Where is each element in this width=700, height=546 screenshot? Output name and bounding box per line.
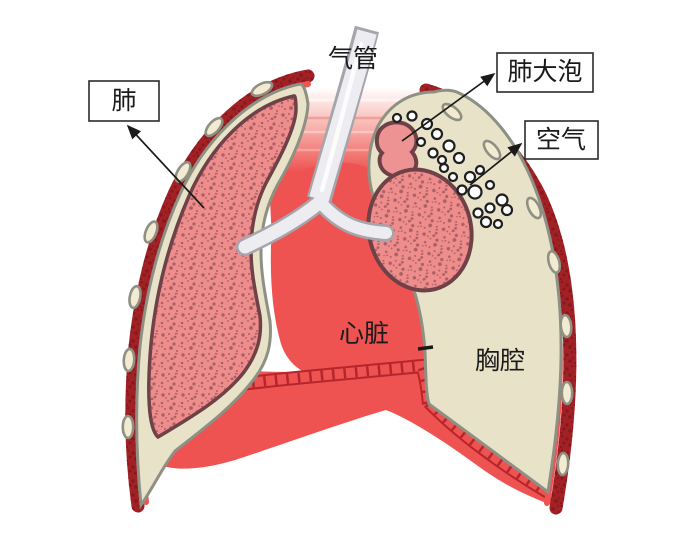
air-bubble	[479, 215, 493, 229]
air-bubble	[436, 154, 448, 166]
air-bubble	[463, 170, 477, 184]
air-bubble	[495, 193, 509, 207]
air-label-box	[524, 120, 599, 160]
air-bubble	[500, 203, 514, 217]
ribs-right	[441, 102, 574, 477]
rib	[128, 284, 142, 310]
trachea-tube	[236, 25, 395, 256]
left-lung-shape	[147, 94, 298, 440]
lung-arrow	[126, 124, 205, 209]
air-bubble	[474, 164, 486, 176]
lung-label-box	[88, 80, 160, 122]
rib	[546, 250, 562, 274]
air-bubble	[452, 151, 466, 165]
air-bubble	[442, 139, 456, 153]
diaphragm-shape	[150, 356, 557, 507]
bulla-label: 肺大泡	[507, 58, 582, 86]
rib	[174, 160, 192, 184]
rib	[121, 414, 135, 440]
bulla-label-box	[496, 52, 594, 93]
rib	[250, 80, 274, 98]
rib	[525, 196, 543, 220]
rib	[122, 347, 136, 373]
air-bubble	[492, 218, 504, 230]
air-bubble	[391, 112, 403, 124]
rib	[204, 116, 224, 138]
air-bubble	[456, 184, 468, 196]
bulla-arrow	[401, 72, 496, 142]
chest-cavity-label: 胸腔	[475, 347, 525, 375]
air-bubble	[484, 202, 496, 214]
heart-border-tick	[417, 345, 434, 351]
air-bubble	[415, 136, 427, 148]
lung-label: 肺	[111, 87, 136, 115]
rib	[556, 451, 570, 477]
rib	[482, 139, 502, 161]
rib	[559, 313, 573, 339]
collapsed-lung-shape	[366, 167, 474, 293]
ribs-left	[121, 80, 274, 440]
trachea-label: 气管	[328, 45, 378, 73]
air-bubble	[447, 171, 459, 183]
air-bubble	[406, 110, 418, 122]
air-label: 空气	[536, 126, 586, 154]
air-bubble	[427, 147, 439, 159]
air-bubble	[484, 179, 496, 191]
air-bubbles	[391, 110, 514, 230]
air-bubble	[472, 207, 484, 219]
air-bubble	[438, 162, 450, 174]
rib	[143, 220, 159, 244]
air-arrow	[469, 142, 523, 186]
heart-label: 心脏	[339, 320, 389, 348]
air-bubble	[430, 127, 444, 141]
air-bubble	[467, 184, 483, 200]
rib	[560, 380, 574, 406]
